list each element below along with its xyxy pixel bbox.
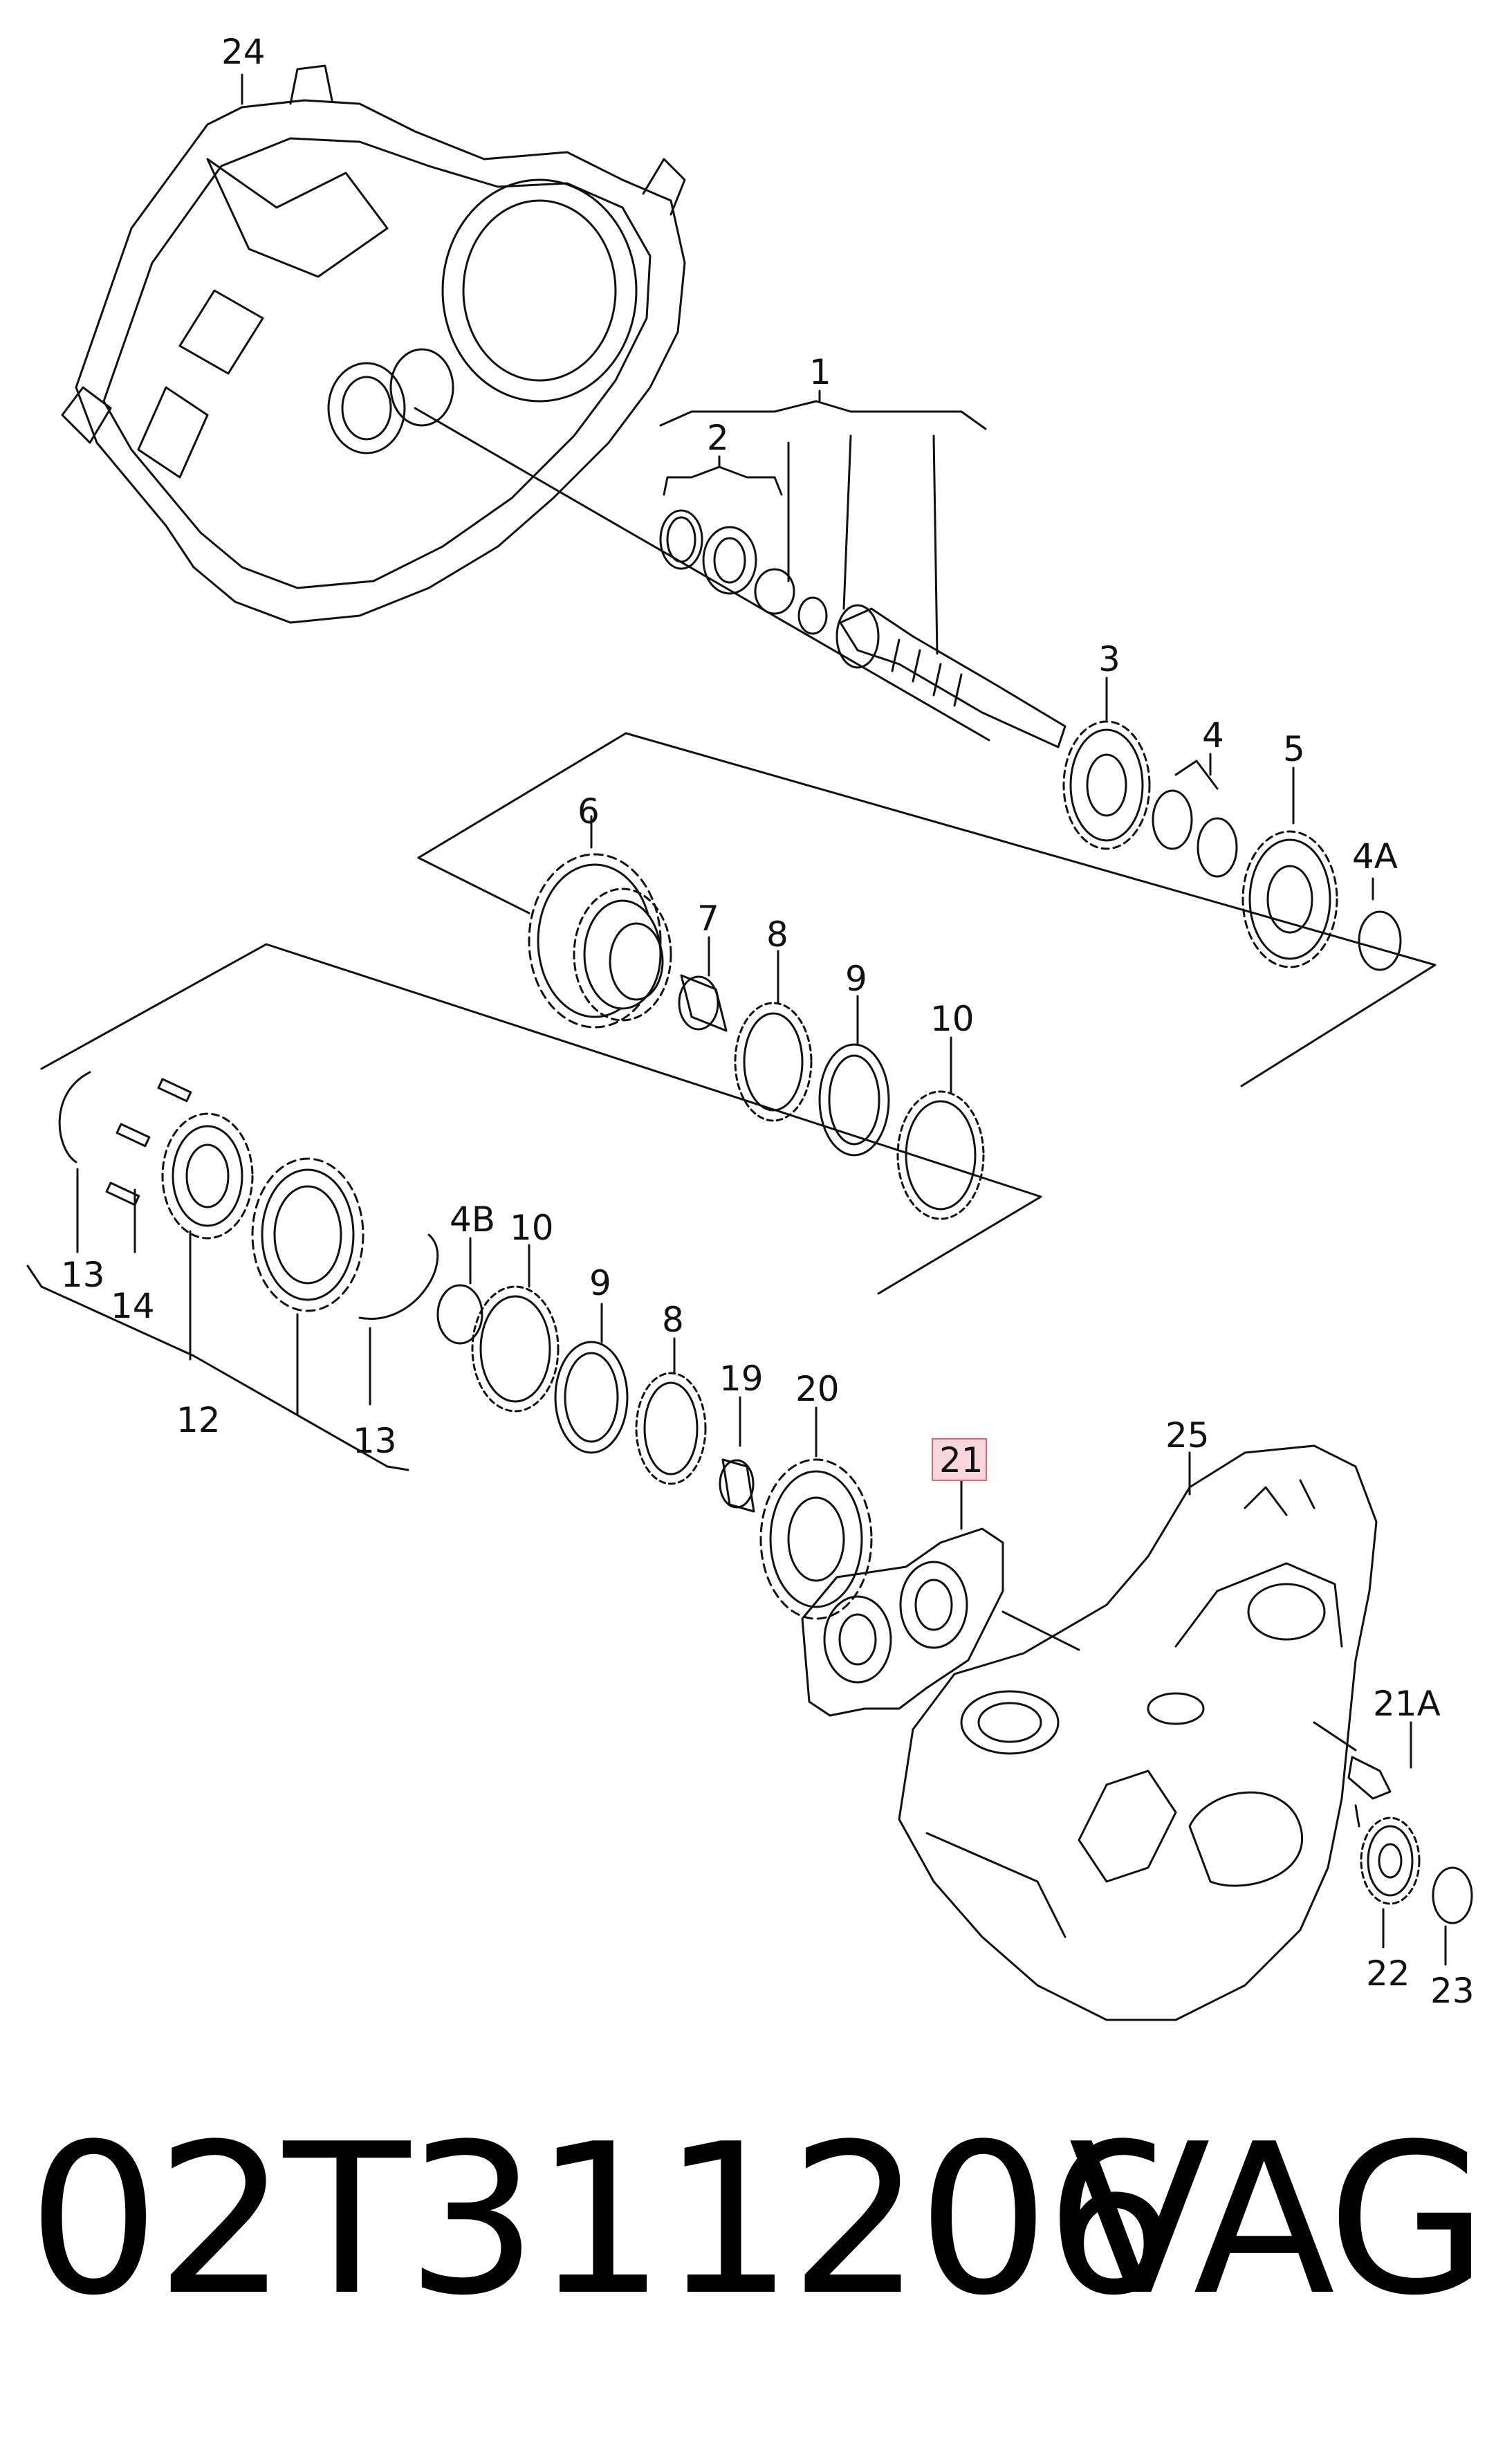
synchro-ring-10a bbox=[898, 1092, 984, 1219]
callout-24[interactable]: 24 bbox=[221, 32, 266, 72]
callout-19[interactable]: 19 bbox=[719, 1359, 764, 1399]
cone-ring-9a bbox=[820, 1045, 889, 1155]
bearing-plate-21 bbox=[802, 1480, 1079, 1716]
callout-8b[interactable]: 8 bbox=[662, 1300, 684, 1340]
callout-12[interactable]: 12 bbox=[176, 1400, 221, 1440]
synchro-ring-8b bbox=[636, 1373, 705, 1484]
needle-bearing-7 bbox=[679, 937, 726, 1031]
spring-13b bbox=[360, 1235, 438, 1319]
circlip-4a bbox=[1359, 912, 1401, 970]
cone-ring-9b bbox=[555, 1342, 627, 1453]
gear-3 bbox=[1064, 721, 1149, 849]
gear-5 bbox=[1243, 831, 1337, 967]
callout-2[interactable]: 2 bbox=[707, 418, 729, 458]
callout-25[interactable]: 25 bbox=[1165, 1415, 1210, 1455]
circlip-23 bbox=[1433, 1868, 1472, 1923]
callout-6[interactable]: 6 bbox=[578, 791, 600, 831]
input-shaft-1 bbox=[837, 605, 1065, 747]
callout-22[interactable]: 22 bbox=[1366, 1953, 1410, 1994]
sliding-sleeve-13 bbox=[252, 1159, 363, 1311]
callout-20[interactable]: 20 bbox=[795, 1369, 840, 1409]
callout-4a[interactable]: 4A bbox=[1352, 836, 1398, 876]
brand-name: VAG bbox=[1069, 2099, 1488, 2341]
synchro-ring-8a bbox=[735, 1003, 811, 1121]
callout-21a[interactable]: 21A bbox=[1373, 1684, 1441, 1724]
circlip-4b bbox=[438, 1285, 482, 1343]
callout-9b[interactable]: 9 bbox=[589, 1263, 611, 1303]
callout-5[interactable]: 5 bbox=[1283, 729, 1305, 769]
group-box-upper bbox=[418, 733, 1435, 1086]
callout-7[interactable]: 7 bbox=[697, 899, 719, 939]
group-box-lower bbox=[41, 944, 1041, 1294]
needle-bearing-19 bbox=[720, 1460, 754, 1511]
callout-4[interactable]: 4 bbox=[1202, 715, 1224, 755]
callout-9a[interactable]: 9 bbox=[845, 959, 867, 999]
bolt-21a bbox=[1349, 1722, 1411, 1799]
gear-22 bbox=[1361, 1818, 1419, 1904]
circlip-4 bbox=[1153, 791, 1237, 876]
part-number: 02T311206 bbox=[28, 2099, 1177, 2341]
synchro-hub-12 bbox=[163, 1114, 252, 1238]
spring-13a bbox=[59, 1072, 90, 1162]
gear-6 bbox=[529, 854, 671, 1027]
gearbox-housing-25 bbox=[899, 1446, 1376, 2020]
callout-13a[interactable]: 13 bbox=[61, 1255, 105, 1295]
clutch-housing-24 bbox=[62, 66, 685, 623]
callout-1[interactable]: 1 bbox=[809, 352, 831, 392]
callout-labels: 24 1 2 3 4 5 4A 6 7 8 9 10 4B 10 9 8 19 … bbox=[61, 32, 1475, 2011]
bearing-2 bbox=[661, 511, 827, 634]
callout-21[interactable]: 21 bbox=[939, 1440, 984, 1480]
callout-4b[interactable]: 4B bbox=[450, 1199, 495, 1240]
callout-3[interactable]: 3 bbox=[1098, 639, 1120, 679]
callout-8a[interactable]: 8 bbox=[766, 914, 788, 955]
gear-20 bbox=[761, 1460, 871, 1619]
callout-10b[interactable]: 10 bbox=[510, 1208, 554, 1248]
callout-23[interactable]: 23 bbox=[1430, 1971, 1475, 2011]
highlight-box-21 bbox=[932, 1439, 986, 1480]
leader-lines-upper bbox=[415, 391, 1373, 899]
callout-14[interactable]: 14 bbox=[111, 1286, 155, 1326]
callout-13b[interactable]: 13 bbox=[353, 1421, 397, 1461]
synchro-ring-10b bbox=[472, 1287, 558, 1411]
callout-10a[interactable]: 10 bbox=[930, 999, 975, 1039]
keys-14 bbox=[107, 1079, 191, 1205]
